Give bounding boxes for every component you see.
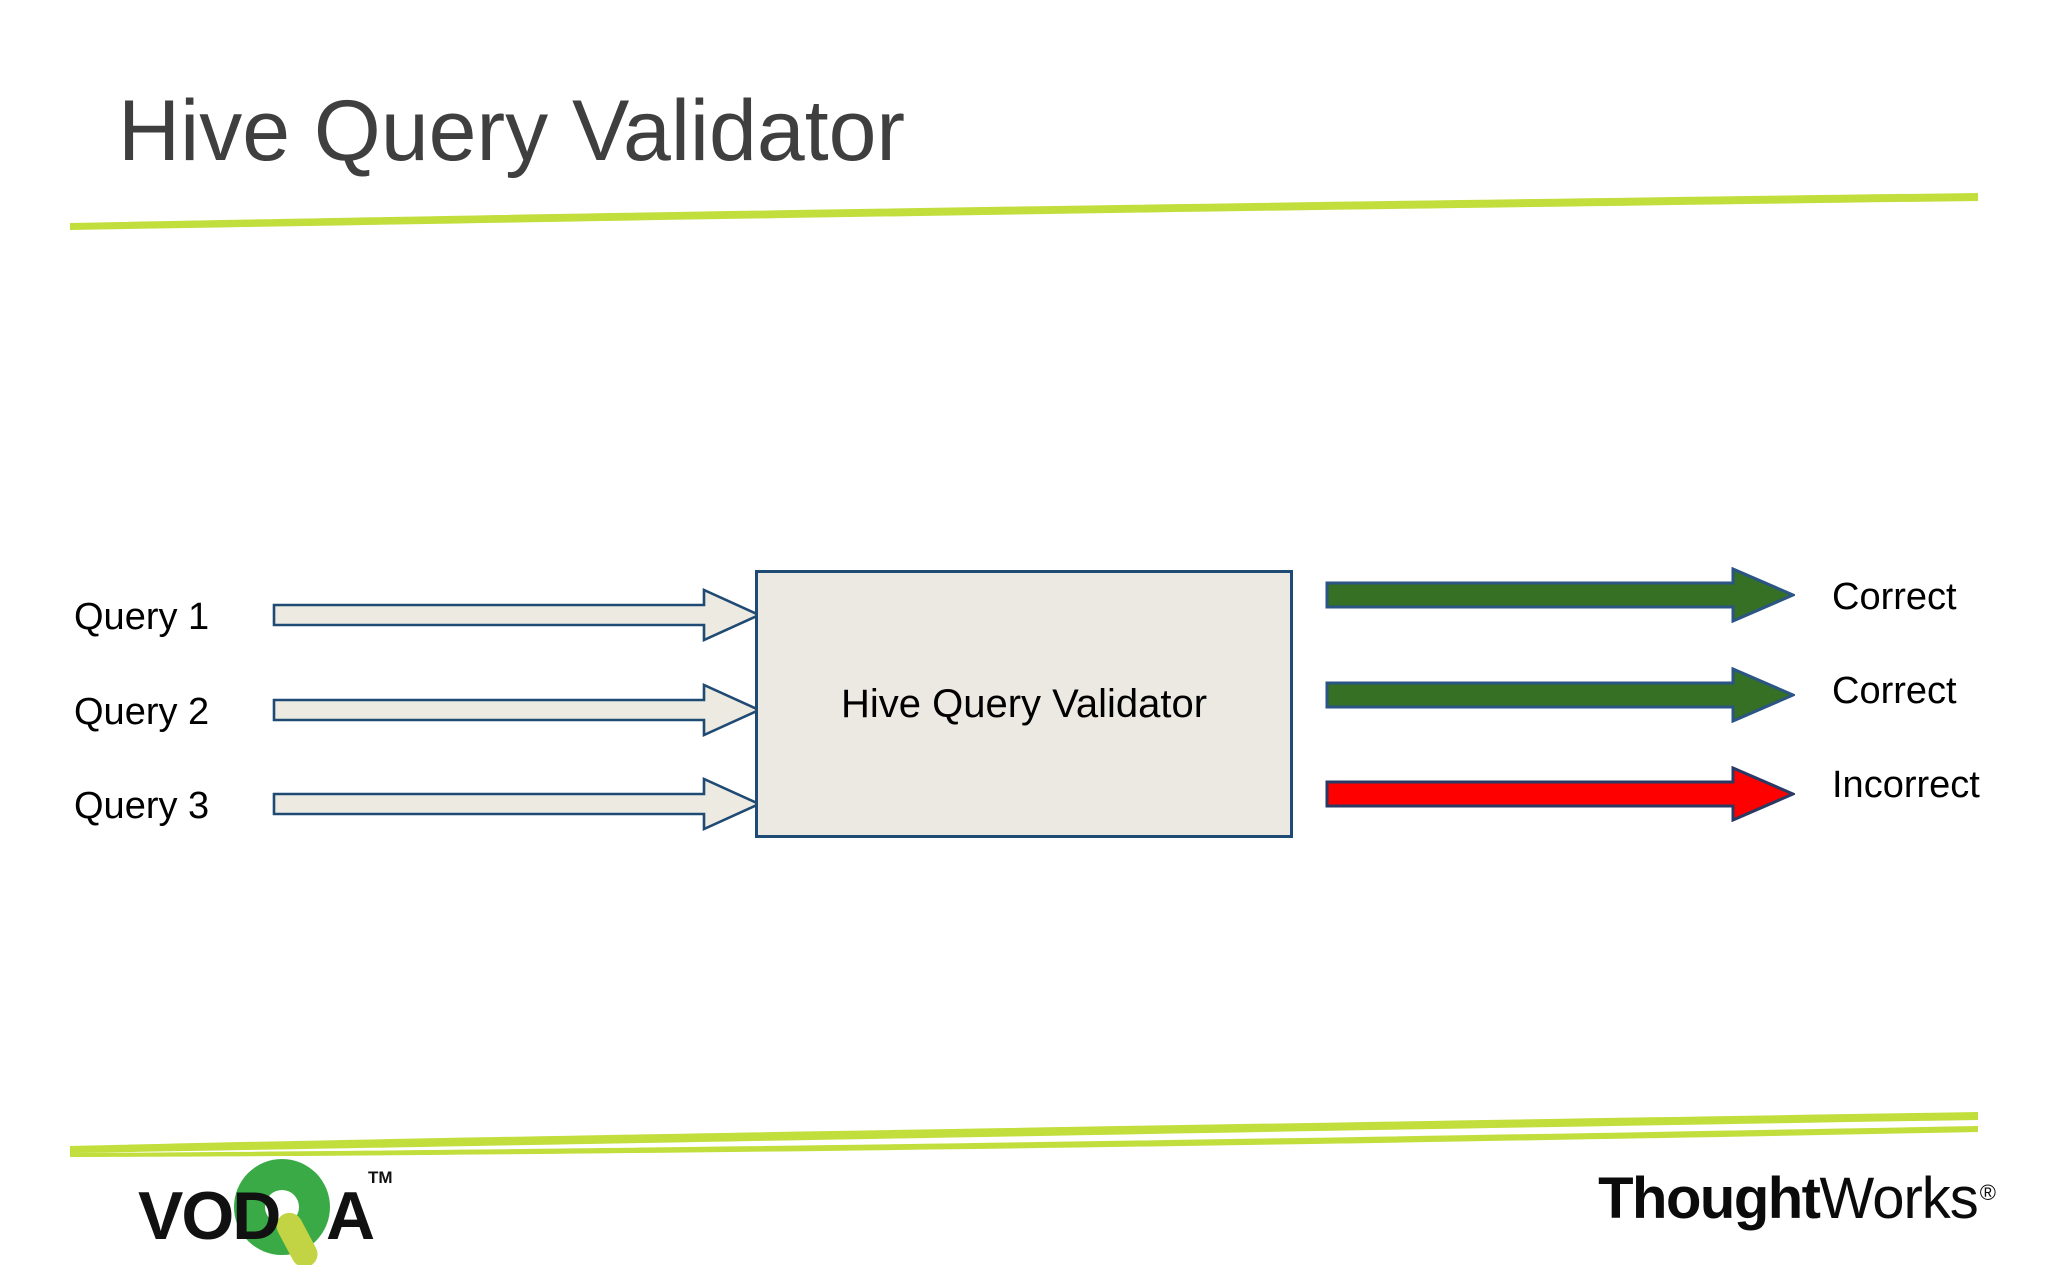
process-box: Hive Query Validator bbox=[755, 570, 1293, 838]
input-arrow-icon-query-2 bbox=[272, 682, 762, 738]
vodqa-trademark-mark: TM bbox=[368, 1168, 393, 1187]
output-arrow-icon-correct-2 bbox=[1325, 667, 1795, 723]
vodqa-q-tail bbox=[276, 1212, 318, 1265]
vodqa-logo: VOD A TM bbox=[138, 1159, 393, 1265]
thoughtworks-light-text: Works bbox=[1819, 1166, 1979, 1231]
output-label-correct-1: Correct bbox=[1832, 576, 1957, 618]
svg-text:A: A bbox=[326, 1178, 375, 1254]
page-title: Hive Query Validator bbox=[118, 83, 906, 179]
input-label-query-1: Query 1 bbox=[74, 596, 210, 638]
input-label-query-2: Query 2 bbox=[74, 691, 210, 733]
output-arrow-icon-incorrect bbox=[1325, 766, 1795, 822]
registered-trademark-icon: ® bbox=[1979, 1180, 1996, 1205]
input-arrow-icon-query-3 bbox=[272, 776, 762, 832]
process-box-label: Hive Query Validator bbox=[840, 682, 1208, 726]
input-arrow-icon-query-1 bbox=[272, 587, 762, 643]
thoughtworks-bold-text: Thought bbox=[1598, 1166, 1821, 1231]
output-label-correct-2: Correct bbox=[1832, 670, 1957, 712]
svg-text:VOD: VOD bbox=[138, 1178, 279, 1254]
output-arrow-icon-correct-1 bbox=[1325, 567, 1795, 623]
output-label-incorrect: Incorrect bbox=[1832, 764, 1980, 806]
input-label-query-3: Query 3 bbox=[74, 785, 210, 827]
